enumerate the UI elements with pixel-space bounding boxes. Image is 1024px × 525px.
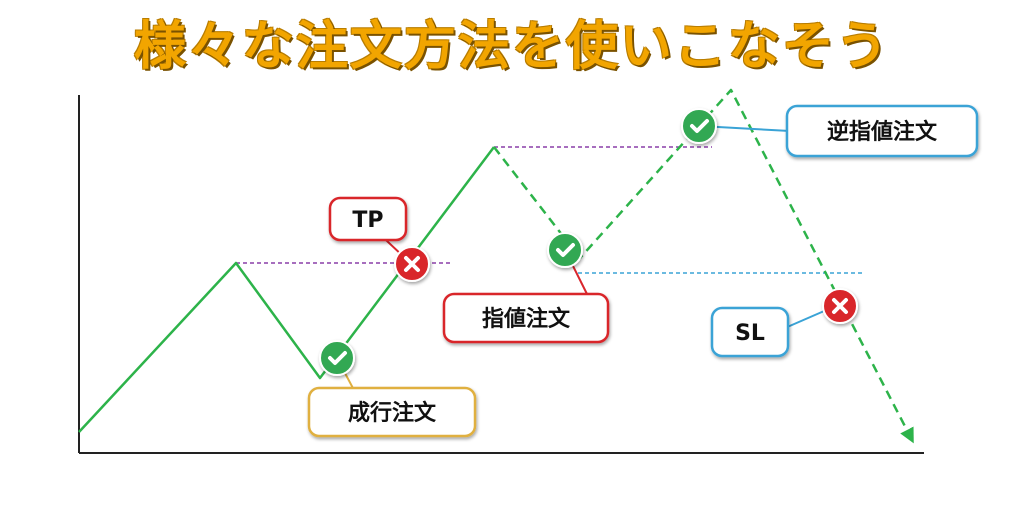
take-profit-label: TP bbox=[352, 208, 383, 233]
cross-icon bbox=[394, 246, 430, 282]
check-icon bbox=[547, 232, 583, 268]
check-icon bbox=[681, 108, 717, 144]
stop-loss-box: SL bbox=[710, 306, 790, 358]
price-line-projected bbox=[493, 88, 914, 444]
market-order-box: 成行注文 bbox=[307, 386, 477, 438]
stop-order-label: 逆指値注文 bbox=[827, 119, 938, 145]
take-profit-box: TP bbox=[328, 196, 408, 242]
stop-order-box: 逆指値注文 bbox=[785, 104, 979, 158]
check-icon bbox=[319, 340, 355, 376]
stop-loss-label: SL bbox=[735, 321, 765, 346]
cross-icon bbox=[822, 288, 858, 324]
limit-order-label: 指値注文 bbox=[482, 306, 571, 332]
page-title: 様々な注文方法を使いこなそう bbox=[133, 17, 890, 77]
limit-order-box: 指値注文 bbox=[442, 292, 610, 344]
market-order-label: 成行注文 bbox=[348, 400, 437, 426]
